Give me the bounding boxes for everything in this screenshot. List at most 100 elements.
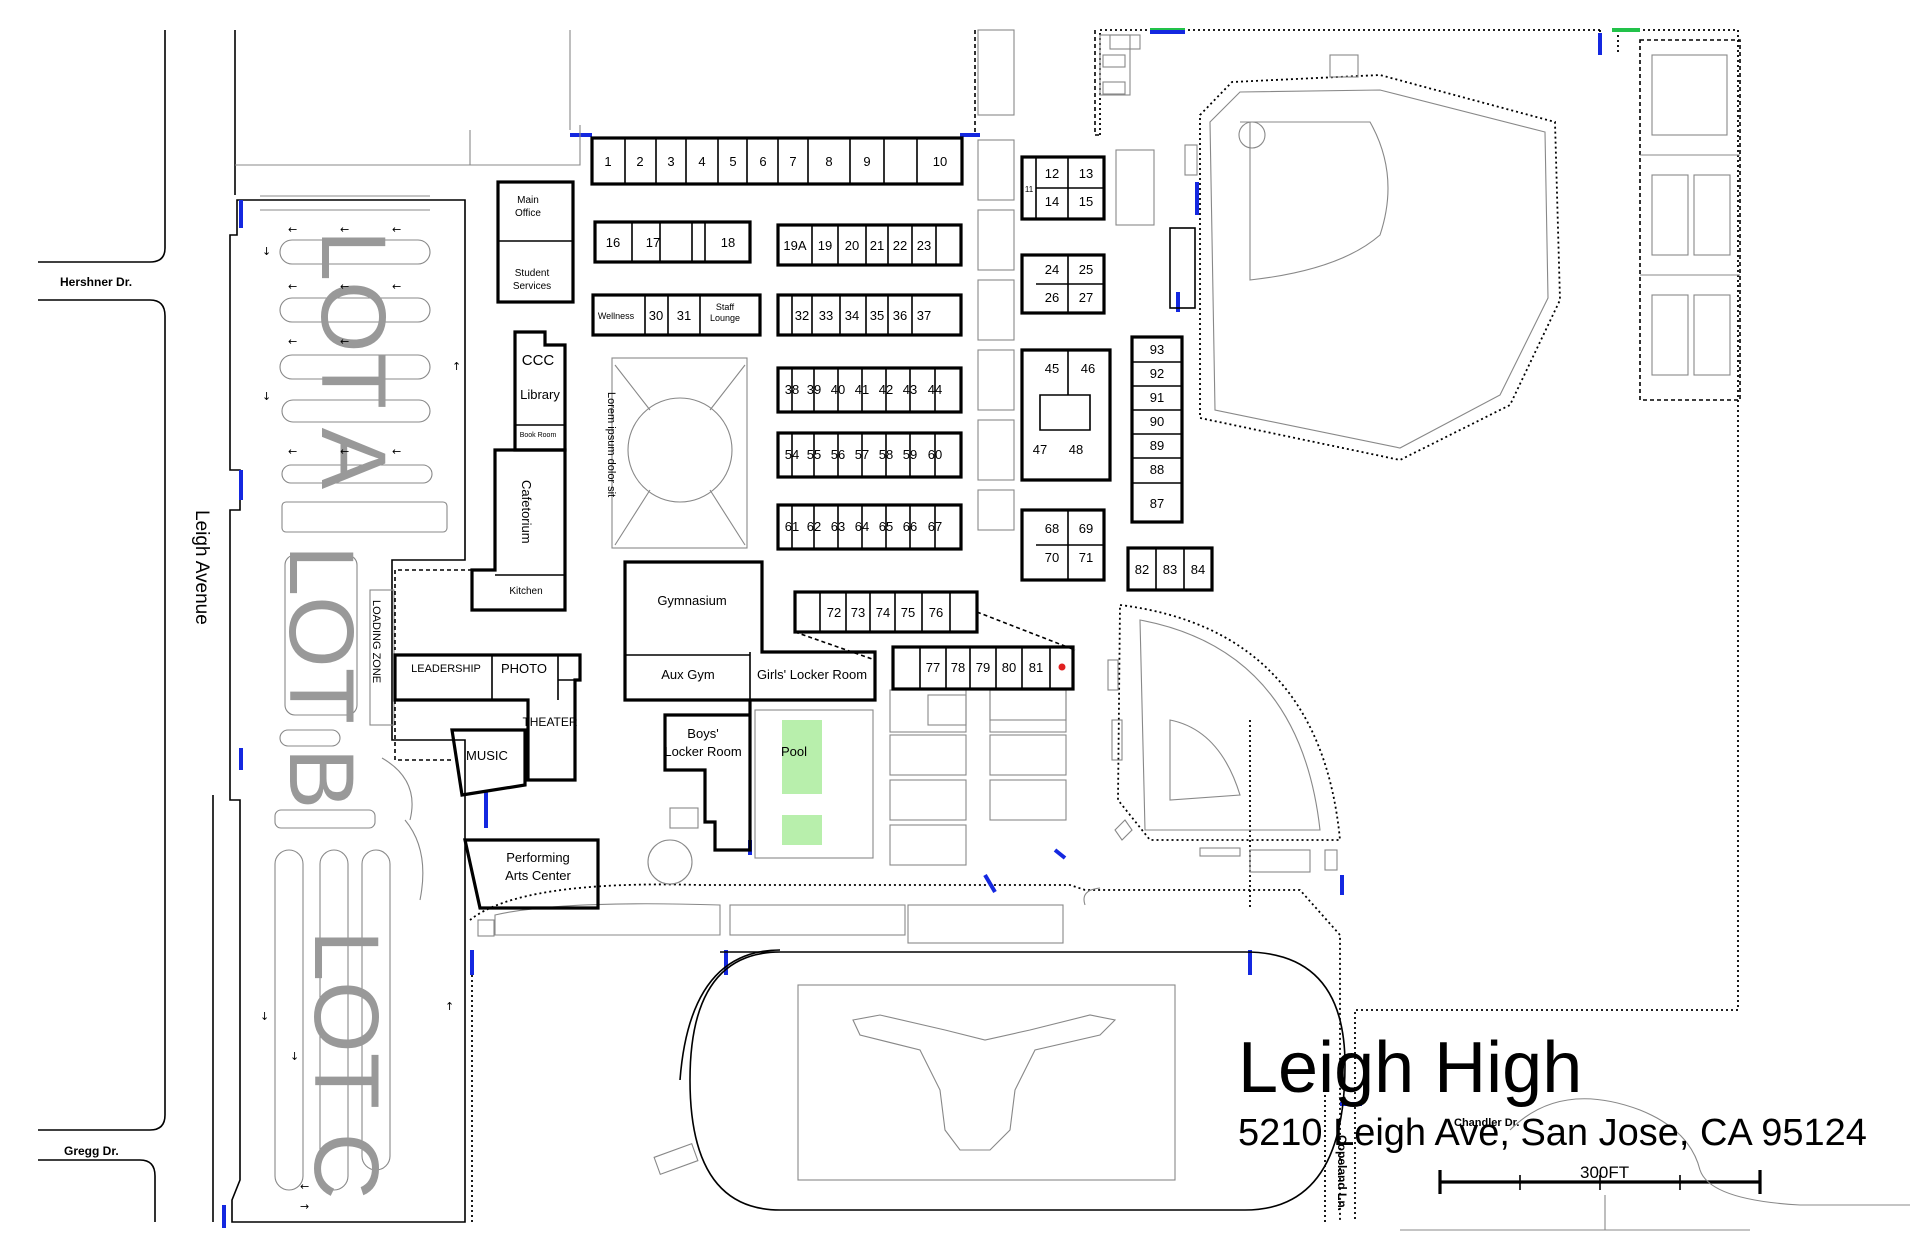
room-number-42: 42 [879, 382, 893, 397]
building-rooms-82-84 [1126, 546, 1214, 592]
cafetorium-label: Cafetorium [519, 480, 534, 544]
room-number-60: 60 [928, 447, 942, 462]
room-number-78: 78 [951, 660, 965, 675]
girls-locker-label: Girls' Locker Room [757, 667, 867, 682]
room-number-8: 8 [825, 154, 832, 169]
main-office-label-1: Main [517, 195, 539, 206]
cafetorium-building [470, 448, 567, 612]
room-number-48: 48 [1069, 442, 1083, 457]
svg-text:↓: ↓ [260, 1010, 269, 1023]
room-number-31: 31 [677, 308, 691, 323]
room-number-16: 16 [606, 235, 620, 250]
football-track [653, 949, 1346, 1211]
photo-label: PHOTO [501, 661, 547, 676]
lot-c-stalls [274, 809, 424, 1191]
student-services-label-1: Student [515, 268, 550, 279]
building-rooms-19a-23 [776, 223, 963, 267]
svg-text:→: → [300, 1200, 309, 1213]
svg-text:↑: ↑ [445, 1000, 454, 1013]
room-number-37: 37 [917, 308, 931, 323]
room-number-59: 59 [903, 447, 917, 462]
room-number-7: 7 [789, 154, 796, 169]
room-number-89: 89 [1150, 438, 1164, 453]
room-number-81: 81 [1029, 660, 1043, 675]
leadership-label: LEADERSHIP [411, 663, 481, 675]
building-rooms-16-18 [593, 220, 752, 264]
room-number-13: 13 [1079, 166, 1093, 181]
lot-a-label: LOT A [302, 230, 404, 490]
room-number-91: 91 [1150, 390, 1164, 405]
library-label: Library [520, 387, 560, 402]
street-gregg: Gregg Dr. [64, 1144, 119, 1158]
loading-zone-label: LOADING ZONE [370, 600, 382, 683]
map-address: 5210 Leigh Ave, San Jose, CA 95124 [1238, 1112, 1867, 1154]
pool-label: Pool [781, 744, 807, 759]
softball-field [1107, 603, 1341, 873]
building-rooms-11-15 [1020, 155, 1106, 221]
room-number-71: 71 [1079, 550, 1093, 565]
room-number-92: 92 [1150, 366, 1164, 381]
pac-label-1: Performing [506, 850, 570, 865]
baseball-field [1199, 74, 1561, 461]
room-number-55: 55 [807, 447, 821, 462]
svg-text:←: ← [340, 280, 349, 293]
staff-lounge-label-1: Staff [716, 302, 735, 312]
room-number-75: 75 [901, 605, 915, 620]
gym-complex [623, 560, 877, 885]
svg-text:←: ← [300, 1180, 309, 1193]
room-number-10: 10 [933, 154, 947, 169]
room-number-40: 40 [831, 382, 845, 397]
room-number-84: 84 [1191, 562, 1205, 577]
room-number-67: 67 [928, 519, 942, 534]
tennis-courts [1639, 39, 1741, 401]
room-number-82: 82 [1135, 562, 1149, 577]
building-rooms-38-44 [776, 366, 963, 414]
wellness-label: Wellness [598, 311, 635, 321]
room-number-63: 63 [831, 519, 845, 534]
building-rooms-45-48 [1020, 348, 1112, 482]
north-fences [235, 30, 1141, 166]
room-number-45: 45 [1045, 361, 1059, 376]
room-number-90: 90 [1150, 414, 1164, 429]
svg-text:←: ← [392, 445, 401, 458]
room-number-69: 69 [1079, 521, 1093, 536]
traffic-arrows: ←←← ←←← ←← ←←← ←→ ↓↓↑ ↑↓↓ [260, 223, 461, 1213]
room-number-93: 93 [1150, 342, 1164, 357]
building-rooms-87-93 [1130, 335, 1184, 524]
room-number-79: 79 [976, 660, 990, 675]
south-walkway [477, 887, 1101, 944]
room-number-62: 62 [807, 519, 821, 534]
lot-b-label: LOT B [270, 545, 372, 809]
room-number-18: 18 [721, 235, 735, 250]
room-number-43: 43 [903, 382, 917, 397]
building-rooms-61-67 [776, 503, 963, 551]
room-number-4: 4 [698, 154, 705, 169]
building-rooms-77-81 [891, 645, 1075, 726]
svg-text:←: ← [288, 280, 297, 293]
room-number-57: 57 [855, 447, 869, 462]
room-number-65: 65 [879, 519, 893, 534]
building-wellness [591, 293, 762, 337]
pool [782, 720, 822, 794]
room-number-21: 21 [870, 238, 884, 253]
room-number-17: 17 [646, 235, 660, 250]
room-number-76: 76 [929, 605, 943, 620]
building-rooms-68-71 [1020, 508, 1106, 582]
room-number-72: 72 [827, 605, 841, 620]
map-title: Leigh High [1238, 1028, 1582, 1108]
room-number-5: 5 [729, 154, 736, 169]
main-office-label-2: Office [515, 208, 541, 219]
room-number-80: 80 [1002, 660, 1016, 675]
pool-deck [782, 815, 822, 845]
svg-text:↓: ↓ [290, 1050, 299, 1063]
room-number-64: 64 [855, 519, 869, 534]
room-number-41: 41 [855, 382, 869, 397]
quad-label: Lorem ipsum dolor sit [605, 392, 617, 497]
room-number-46: 46 [1081, 361, 1095, 376]
room-number-27: 27 [1079, 290, 1093, 305]
room-number-77: 77 [926, 660, 940, 675]
room-number-34: 34 [845, 308, 859, 323]
room-number-14: 14 [1045, 194, 1059, 209]
room-number-35: 35 [870, 308, 884, 323]
